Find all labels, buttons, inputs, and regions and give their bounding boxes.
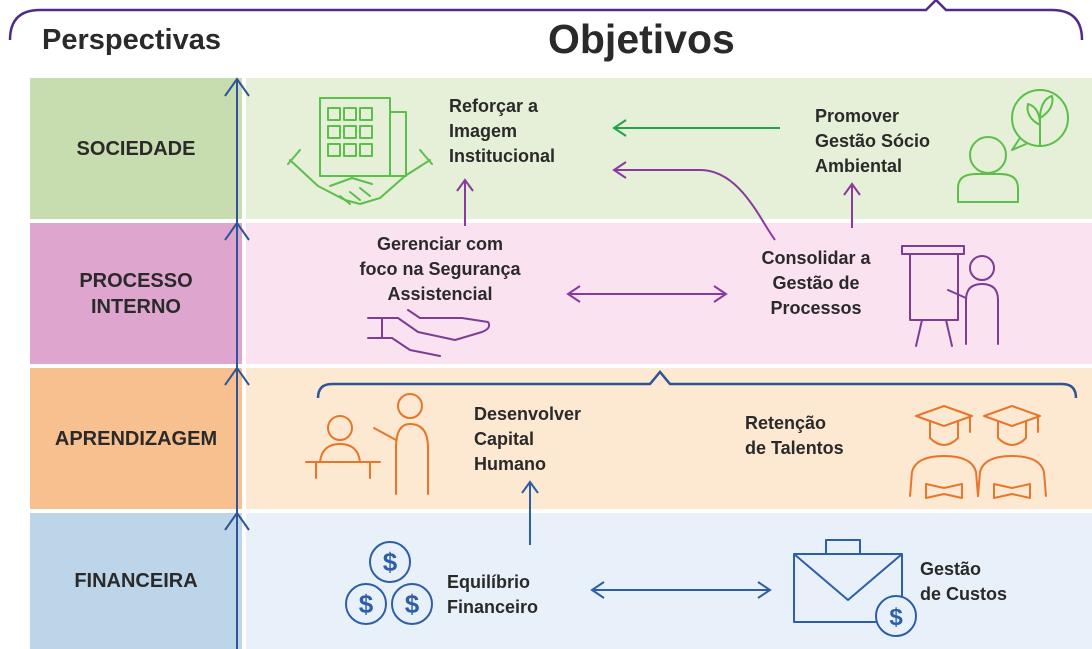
svg-text:$: $ bbox=[383, 547, 398, 577]
objective-gestao-custos: Gestão de Custos bbox=[920, 559, 1008, 604]
presenter-icon bbox=[901, 245, 999, 347]
objective-retencao-talentos: Retenção de Talentos bbox=[745, 413, 844, 458]
arrow-consolidar-to-reforcar bbox=[612, 161, 776, 241]
row-sociedade-band bbox=[246, 78, 1092, 219]
arrow-gerenciar-to-reforcar bbox=[456, 178, 474, 226]
objective-consolidar-processos: Consolidar a Gestão de Processos bbox=[761, 248, 871, 318]
building-handshake-icon bbox=[287, 97, 433, 205]
perspectives-header: Perspectivas bbox=[42, 24, 221, 56]
arrow-equilibrio-custos bbox=[590, 581, 772, 599]
teacher-student-icon bbox=[305, 393, 429, 495]
arrow-promover-to-reforcar bbox=[612, 119, 780, 137]
person-plant-icon bbox=[957, 89, 1069, 203]
perspective-aprendizagem: APRENDIZAGEM bbox=[30, 368, 242, 509]
perspective-financeira: FINANCEIRA bbox=[30, 513, 242, 649]
aprendizagem-brace bbox=[316, 370, 1078, 399]
arrow-gerenciar-consolidar bbox=[566, 285, 728, 303]
arrow-equilibrio-to-desenvolver bbox=[521, 480, 539, 545]
objective-promover-gestao: Promover Gestão Sócio Ambiental bbox=[815, 106, 931, 176]
objective-equilibrio-financeiro: Equilíbrio Financeiro bbox=[447, 572, 539, 617]
envelope-dollar-sign: $ bbox=[889, 604, 903, 631]
objectives-header: Objetivos bbox=[548, 16, 735, 62]
svg-text:$: $ bbox=[405, 589, 420, 619]
coins-dollar-icon bbox=[345, 541, 433, 625]
axis-arrows bbox=[224, 77, 250, 649]
graduates-icon bbox=[909, 405, 1047, 499]
objective-reforcar-imagem: Reforçar a Imagem Institucional bbox=[449, 96, 556, 166]
svg-text:$: $ bbox=[359, 589, 374, 619]
objective-gerenciar-seguranca: Gerenciar com foco na Segurança Assisten… bbox=[359, 234, 521, 304]
perspective-sociedade: SOCIEDADE bbox=[30, 78, 242, 219]
top-brace bbox=[8, 0, 1084, 41]
envelope-dollar-icon bbox=[793, 539, 917, 637]
open-hand-icon bbox=[367, 309, 491, 357]
arrow-consolidar-to-promover bbox=[843, 182, 861, 228]
objective-desenvolver-capital: Desenvolver Capital Humano bbox=[474, 404, 582, 474]
perspective-processo-interno: PROCESSO INTERNO bbox=[30, 223, 242, 364]
coin-dollar-signs: $ $ $ bbox=[359, 547, 420, 619]
